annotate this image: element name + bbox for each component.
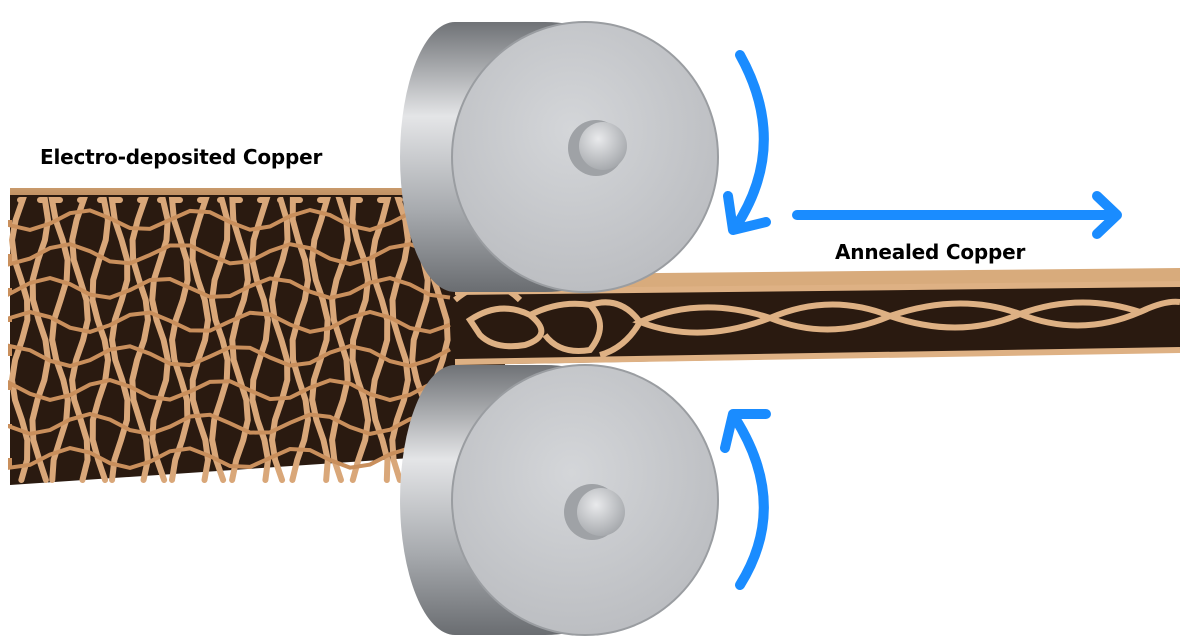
annealed-copper-label: Annealed Copper [835, 240, 1025, 264]
bottom-rotation-arrow [725, 414, 766, 585]
top-roller [400, 22, 718, 292]
top-rotation-arrow [728, 55, 766, 230]
direction-arrow [797, 196, 1117, 234]
electro-deposited-copper-label: Electro-deposited Copper [40, 145, 322, 169]
bottom-roller [400, 365, 718, 635]
